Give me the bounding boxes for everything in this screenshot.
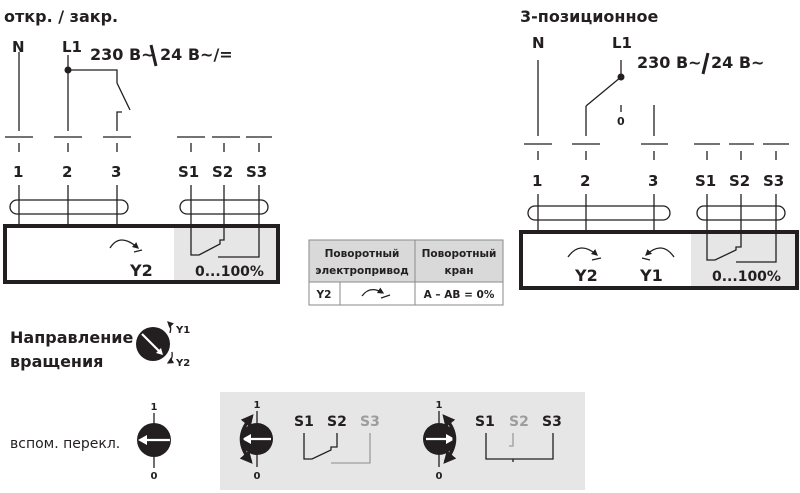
aux-panel-b: 1 0 S1 S2 S3: [423, 400, 562, 482]
right-voltage-b: 24 B~: [711, 53, 764, 72]
rotation-label-line2: вращения: [10, 352, 103, 371]
left-diagram: откр. / закр. N L1 230 B~ 24 B~/= 1 2: [3, 7, 280, 284]
left-arrow-icon: [138, 435, 147, 445]
left-terminal-s1: S1: [178, 163, 199, 181]
left-title: откр. / закр.: [4, 7, 118, 26]
right-aux-switch: [706, 194, 742, 261]
left-label-l1: L1: [62, 38, 82, 56]
right-terminal-1: 1: [532, 172, 542, 190]
right-diagram: 3-позиционное N L1 230 B~ 24 B~ 0 1: [519, 7, 799, 290]
right-clockwise-arrow-icon: [567, 247, 598, 258]
panel-b-pos-top: 1: [436, 400, 443, 411]
left-actuator-box: [3, 224, 280, 284]
right-title: 3-позиционное: [520, 7, 658, 26]
panel-a-pos-bottom: 0: [254, 471, 261, 482]
switch-terminal: [116, 111, 122, 131]
left-direction-y2: Y2: [129, 261, 153, 280]
panel-a-s3: S3: [360, 414, 380, 430]
right-label-n: N: [532, 34, 545, 52]
right-voltage-a: 230 B~: [637, 53, 702, 72]
panel-a-s1: S1: [294, 414, 314, 430]
left-aux-s3: [218, 185, 260, 258]
right-actuator-box: [519, 230, 799, 290]
rotation-label-line1: Направление: [10, 328, 133, 347]
right-direction-y2: Y2: [574, 266, 598, 285]
direction-table: Поворотный электропривод Поворотный кран…: [308, 239, 504, 306]
aux-panel: [220, 392, 585, 490]
left-clockwise-arrow-icon: [109, 239, 139, 249]
panel-b-pos-bottom: 0: [436, 471, 443, 482]
left-aux-switch: [190, 185, 225, 256]
switch-contact: [68, 69, 131, 111]
left-terminal-2: 2: [62, 163, 72, 181]
voltage-slash: [149, 44, 158, 67]
right-terminal-s3: S3: [763, 172, 784, 190]
y1-arrow-icon: [167, 321, 174, 334]
right-switch-zero: 0: [617, 115, 625, 128]
panel-b-s3: S3: [542, 414, 562, 430]
left-cable-main: [9, 199, 129, 215]
right-terminal-s2: S2: [729, 172, 750, 190]
clockwise-arrow-icon: [361, 287, 385, 297]
right-arrow-icon: [446, 434, 455, 444]
rotation-arrow: [141, 333, 161, 353]
y2-arrow-icon: [166, 351, 175, 364]
left-terminal-1: 1: [13, 163, 23, 181]
right-terminal-bars: [524, 143, 789, 160]
left-terminal-s3: S3: [246, 163, 267, 181]
left-voltage-b: 24 B~/=: [160, 45, 233, 64]
table-cell-valve: A – AB = 0%: [424, 289, 495, 301]
left-terminal-3: 3: [111, 163, 121, 181]
left-terminal-s2: S2: [212, 163, 233, 181]
right-direction-y1: Y1: [639, 266, 663, 285]
right-aux-s3: [736, 194, 777, 263]
right-terminal-3: 3: [648, 172, 658, 190]
table-cell-signal: Y2: [316, 289, 332, 301]
right-terminal-s1: S1: [695, 172, 716, 190]
aux-switch: вспом. перекл. 1 0 1 0 S1 S2 S3 1: [10, 392, 585, 490]
rotation-y2: Y2: [175, 358, 190, 369]
aux-panel-a: 1 0 S1 S2 S3: [239, 400, 380, 482]
table-header-valve-line1: Поворотный: [422, 248, 497, 260]
panel-b-s2: S2: [509, 414, 529, 430]
table-header-bg: [309, 240, 503, 282]
table-header-actuator-line2: электропривод: [315, 265, 408, 277]
right-terminal-2: 2: [580, 172, 590, 190]
left-terminal-bars: [5, 136, 272, 152]
aux-pos-bottom: 0: [151, 471, 158, 482]
right-range: 0...100%: [712, 269, 781, 285]
voltage-slash: [701, 52, 710, 75]
rotation-direction: Направление вращения Y1 Y2: [10, 321, 190, 371]
aux-switch-label: вспом. перекл.: [10, 436, 120, 452]
rotation-y1: Y1: [175, 325, 190, 336]
switch-contact: [585, 76, 622, 107]
table-header-valve-line2: кран: [445, 265, 474, 277]
table-header-actuator-line1: Поворотный: [325, 248, 400, 260]
panel-a-s2: S2: [327, 414, 347, 430]
left-range: 0...100%: [195, 264, 264, 280]
aux-pos-top: 1: [151, 402, 158, 413]
left-label-n: N: [12, 38, 25, 56]
panel-a-pos-top: 1: [254, 400, 261, 411]
left-voltage-a: 230 B~: [90, 45, 155, 64]
right-label-l1: L1: [612, 34, 632, 52]
panel-b-s1: S1: [475, 414, 495, 430]
right-counterclockwise-arrow-icon: [645, 247, 675, 258]
right-cable-main: [527, 205, 671, 221]
